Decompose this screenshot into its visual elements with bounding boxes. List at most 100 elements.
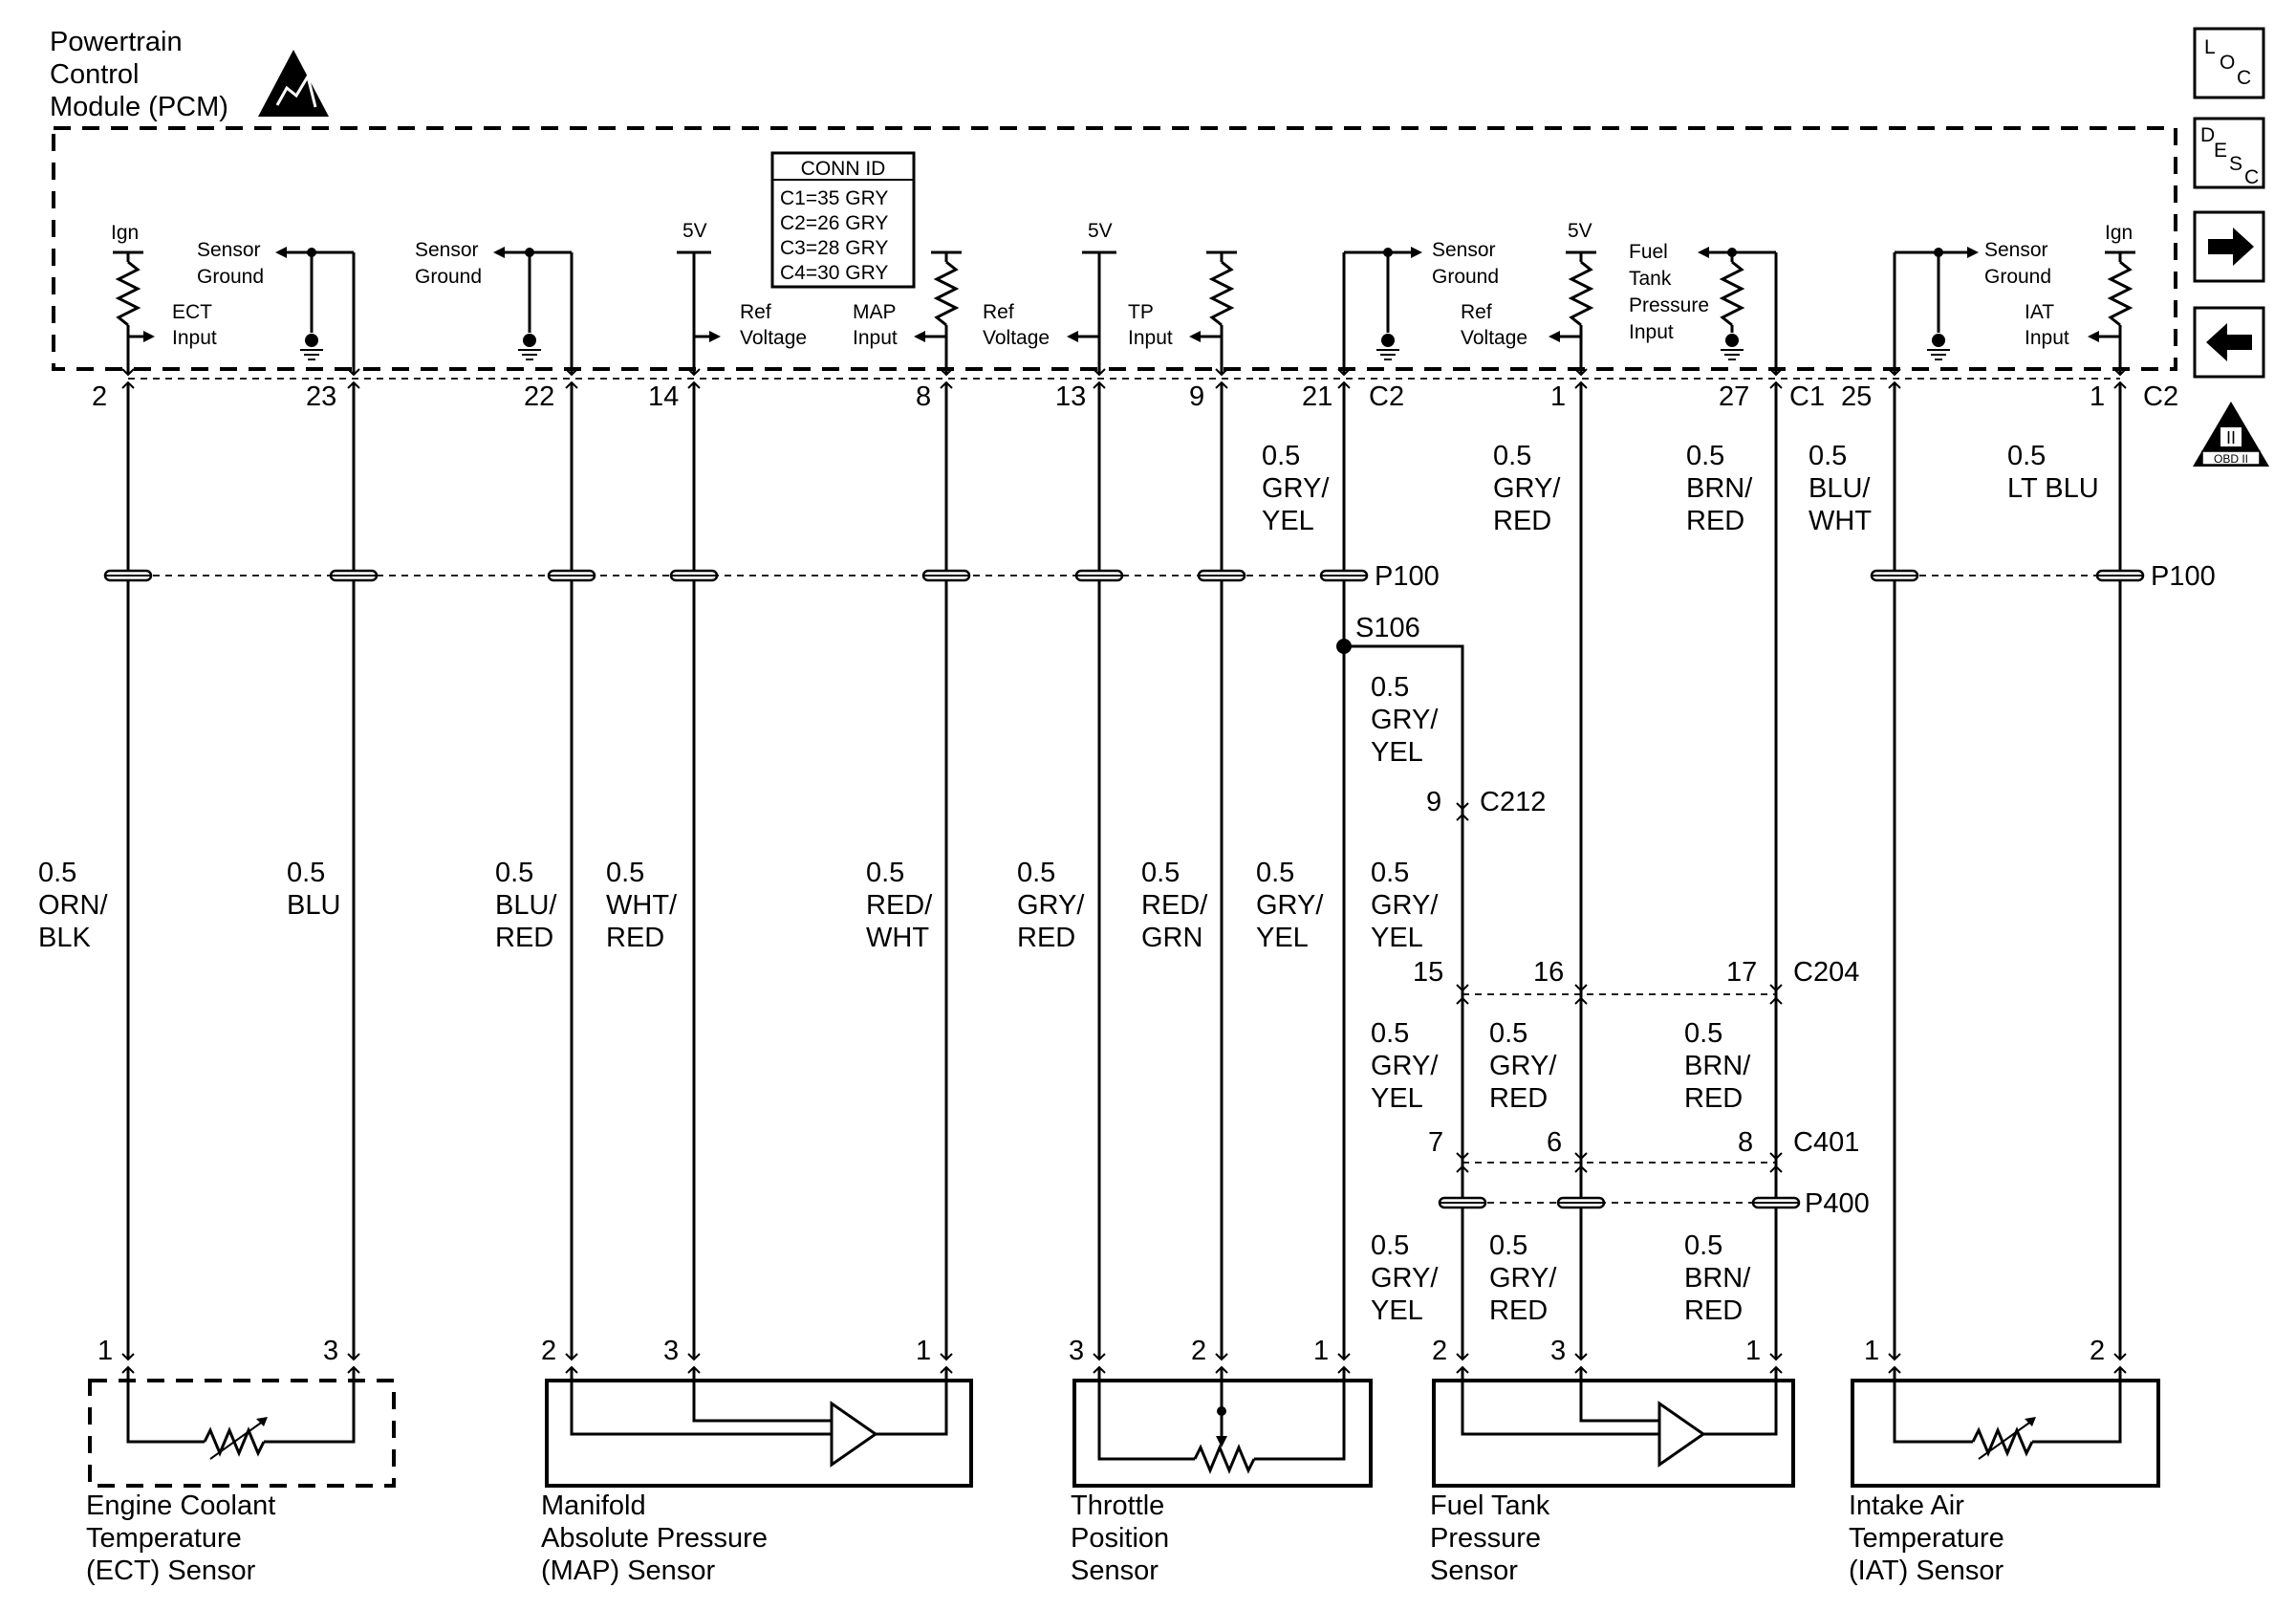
connector-p100-label-a: P100	[1375, 561, 1440, 592]
sensor-ground-label-3a: Sensor	[1432, 239, 1496, 261]
map-sensor-name-2: Absolute Pressure	[541, 1523, 768, 1554]
wire-label-gauge: 0.5	[1017, 858, 1055, 888]
wire-label-color: GRY/	[1371, 705, 1439, 735]
wire-label-color: YEL	[1371, 1295, 1423, 1326]
obd-mark: II	[2226, 428, 2236, 447]
wire-label-color: GRN	[1141, 923, 1202, 953]
pin-22: 22	[524, 381, 554, 412]
wire-label-gauge: 0.5	[38, 858, 76, 888]
tp-sensor-name-1: Throttle	[1071, 1490, 1164, 1521]
connector-c204-label: C204	[1793, 957, 1859, 988]
map-pin-1: 1	[916, 1336, 931, 1366]
ref-voltage-label-2b: Voltage	[983, 327, 1050, 349]
wire-label-color: BLU/	[495, 890, 557, 921]
location-icon[interactable]: L O C	[2193, 27, 2265, 99]
wire-label-color: WHT	[866, 923, 929, 953]
c204-pin-16: 16	[1533, 957, 1564, 988]
obd-label: OBD II	[2214, 452, 2248, 466]
tp-sensor-name-2: Position	[1071, 1523, 1169, 1554]
pin-1-c1: 1	[1550, 381, 1566, 412]
wire-label-gauge: 0.5	[1371, 672, 1409, 703]
sensor-ground-label-4b: Ground	[1984, 266, 2051, 288]
obd-ii-icon[interactable]: II OBD II	[2193, 402, 2269, 467]
wire-label-color: ORN/	[38, 890, 108, 921]
connector-c401: 7 6 8 C401	[1428, 1127, 1859, 1173]
desc-letter-c: C	[2244, 166, 2259, 188]
middle-wire-labels: 0.5 ORN/ BLK 0.5 BLU 0.5 BLU/ RED 0.5 WH…	[38, 858, 1439, 953]
wire-label-gauge: 0.5	[1809, 441, 1847, 471]
upper-wire-labels: 0.5 GRY/ YEL 0.5 GRY/ RED 0.5 BRN/ RED 0…	[1262, 441, 2099, 536]
pin-2: 2	[92, 381, 107, 412]
wire-label-color: GRY/	[1489, 1051, 1557, 1081]
connector-c401-label: C401	[1793, 1127, 1859, 1158]
iat-input-label-2: Input	[2025, 327, 2069, 349]
ftp-input-label-1: Fuel	[1629, 241, 1668, 263]
pcm-pin-numbers: 2 23 22 14 8 13 9 21 C2 1 27 C1 25 1 C2	[92, 381, 2178, 412]
ref-voltage-label-3a: Ref	[1461, 301, 1492, 323]
ftp-input-label-4: Input	[1629, 321, 1674, 343]
wire-label-gauge: 0.5	[606, 858, 644, 888]
iat-sensor: Intake Air Temperature (IAT) Sensor	[1849, 1367, 2160, 1586]
pin-13: 13	[1055, 381, 1086, 412]
sensor-ground-label-1b: Ground	[197, 266, 264, 288]
connector-c212: 9 C212	[1426, 787, 1546, 821]
connector-c204: 15 16 17 C204	[1413, 957, 1859, 1005]
s106-branch-labels: 0.5 GRY/ YEL	[1371, 672, 1439, 768]
pcm-title-line3: Module (PCM)	[50, 92, 228, 122]
wire-label-color: RED	[1489, 1083, 1548, 1114]
loc-letter-c: C	[2237, 67, 2251, 89]
next-page-arrow-icon[interactable]	[2193, 210, 2265, 283]
wire-label-gauge: 0.5	[2007, 441, 2046, 471]
wire-label-color: GRY/	[1262, 473, 1330, 504]
wire-label-gauge: 0.5	[1371, 1230, 1409, 1261]
ect-sensor: Engine Coolant Temperature (ECT) Sensor	[86, 1367, 396, 1586]
c212-pin-9: 9	[1426, 787, 1441, 817]
wire-label-color: GRY/	[1371, 1051, 1439, 1081]
wire-label-color: YEL	[1256, 923, 1309, 953]
wire-label-color: GRY/	[1371, 1263, 1439, 1294]
connector-c2-b: C2	[2143, 381, 2178, 412]
wire-label-color: GRY/	[1256, 890, 1324, 921]
pin-14: 14	[648, 381, 679, 412]
sensor-ground-label-2b: Ground	[415, 266, 482, 288]
wire-label-gauge: 0.5	[495, 858, 533, 888]
pin-27: 27	[1719, 381, 1749, 412]
sensor-ground-label-1a: Sensor	[197, 239, 261, 261]
wire-label-gauge: 0.5	[1141, 858, 1180, 888]
ect-pin-1: 1	[97, 1336, 113, 1366]
wire-label-color: RED	[1686, 506, 1744, 536]
wire-label-color: YEL	[1262, 506, 1314, 536]
wire-label-color: BLK	[38, 923, 91, 953]
pcm-boundary	[52, 126, 2177, 371]
wire-label-gauge: 0.5	[1256, 858, 1294, 888]
ftp-pin-2: 2	[1432, 1336, 1447, 1366]
sensor-ground-label-2a: Sensor	[415, 239, 479, 261]
ign-label-2: Ign	[2105, 222, 2133, 244]
tp-input-label-1: TP	[1128, 301, 1154, 323]
connector-id-table: CONN ID C1=35 GRY C2=26 GRY C3=28 GRY C4…	[770, 151, 916, 289]
wire-label-color: BRN/	[1684, 1263, 1751, 1294]
desc-letter-s: S	[2229, 153, 2242, 175]
wire-label-color: LT BLU	[2007, 473, 2099, 504]
tp-pin-3: 3	[1069, 1336, 1084, 1366]
previous-page-arrow-icon[interactable]	[2193, 306, 2265, 379]
description-icon[interactable]: D E S C	[2193, 117, 2265, 189]
iat-pin-1: 1	[1864, 1336, 1879, 1366]
wire-label-color: BLU/	[1809, 473, 1871, 504]
wire-label-color: YEL	[1371, 923, 1423, 953]
wire-label-color: GRY/	[1017, 890, 1085, 921]
wire-label-gauge: 0.5	[1262, 441, 1300, 471]
loc-letter-o: O	[2220, 52, 2235, 74]
pin-21: 21	[1302, 381, 1332, 412]
wire-label-color: RED/	[866, 890, 933, 921]
ect-input-label-1: ECT	[172, 301, 212, 323]
conn-id-c1: C1=35 GRY	[780, 187, 888, 209]
ect-sensor-name-2: Temperature	[86, 1523, 242, 1554]
sensor-ground-label-3b: Ground	[1432, 266, 1499, 288]
five-volt-label-2: 5V	[1088, 220, 1113, 242]
conn-id-title: CONN ID	[801, 158, 886, 180]
ftp-sensor-name-3: Sensor	[1430, 1556, 1518, 1586]
pcm-title-line1: Powertrain	[50, 27, 183, 57]
wire-label-gauge: 0.5	[1493, 441, 1531, 471]
ftp-sensor: Fuel Tank Pressure Sensor	[1430, 1367, 1795, 1586]
